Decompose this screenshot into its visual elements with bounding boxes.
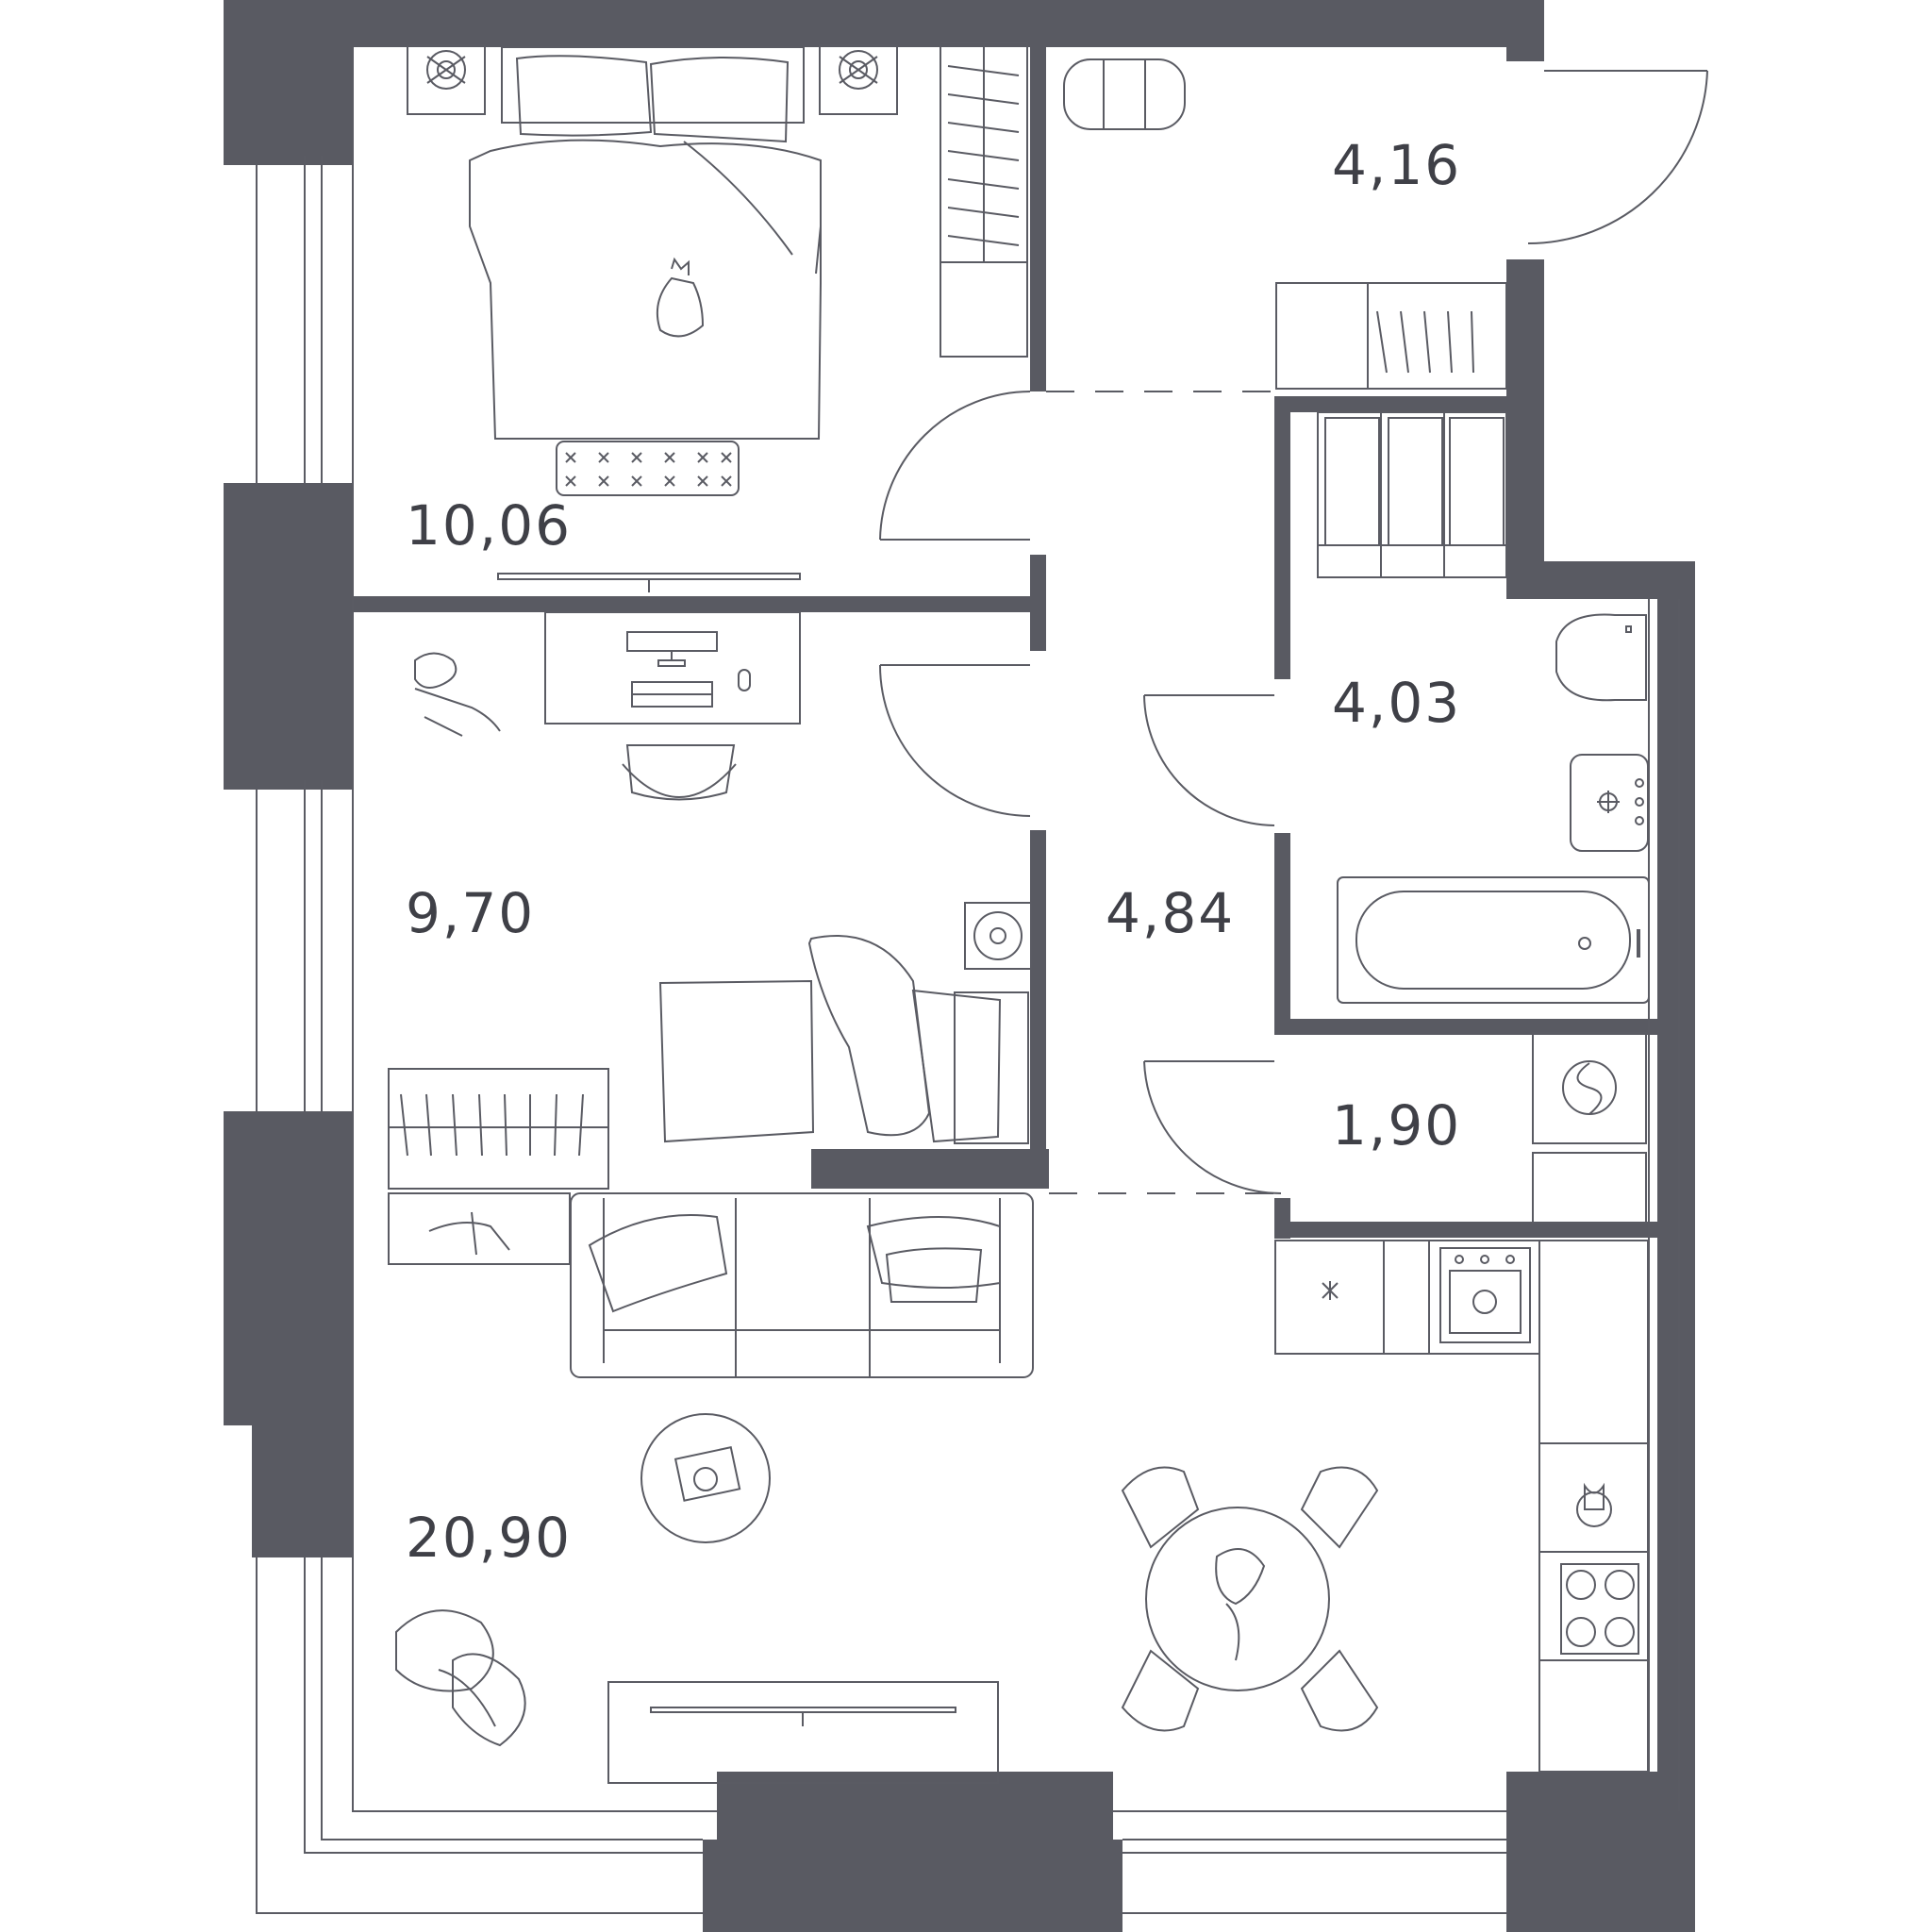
bedroom-tv (497, 573, 801, 592)
wall-column-left-2 (224, 1111, 353, 1425)
room-area-hall-entrance: 4,16 (1332, 133, 1461, 197)
room-area-bedroom-large: 10,06 (406, 493, 572, 558)
wall-vertical-bedroom (1030, 38, 1046, 391)
room-area-living-kitchen: 20,90 (406, 1506, 572, 1570)
nightstand-left (407, 44, 486, 115)
bathroom-cabinets (1317, 411, 1507, 578)
wall-vertical-kidsroom (1030, 830, 1046, 1156)
room-area-laundry: 1,90 (1332, 1093, 1461, 1158)
wall-bath-bottom (1274, 1019, 1657, 1035)
wall-entrance-jamb (1506, 259, 1544, 599)
wall-column-left-2b (252, 1425, 353, 1557)
bathroom-door[interactable] (1143, 694, 1275, 826)
hall-bench (1063, 58, 1186, 130)
doors (879, 70, 1708, 1194)
wall-bedroom-divider (353, 596, 1039, 612)
wall-wc-left (1274, 396, 1290, 679)
room-area-bathroom: 4,03 (1332, 671, 1461, 735)
wall-column-top-left (224, 0, 353, 165)
kidsroom-wardrobe (388, 1068, 609, 1190)
entrance-door[interactable] (1527, 70, 1708, 244)
kitchen-counter-side (1538, 1240, 1649, 1773)
kitchen-counter-top (1274, 1240, 1540, 1355)
laundry-door[interactable] (1143, 1060, 1282, 1194)
bedroom-wardrobe (940, 42, 1028, 358)
room-labels: 10,06 4,16 4,03 9,70 4,84 1,90 20,90 (406, 133, 1461, 1570)
nightstand-right (819, 44, 898, 115)
room-area-bedroom-small: 9,70 (406, 881, 535, 945)
bathtub (1337, 876, 1650, 1004)
tv-stand (607, 1681, 999, 1784)
wall-vertical-bedroom-2 (1030, 555, 1046, 651)
wall-wc-left-2 (1274, 833, 1290, 1022)
fan-box (964, 902, 1032, 970)
wall-top (224, 0, 1544, 47)
kidsroom-decor (414, 652, 501, 737)
console-table (388, 1192, 571, 1265)
desk (544, 611, 801, 724)
windows (256, 47, 1680, 1914)
hall-wardrobe (1275, 282, 1507, 390)
toilet (1555, 613, 1647, 702)
double-bed (469, 46, 822, 496)
desk-chair (622, 743, 737, 801)
dining-chair (1121, 1466, 1379, 1732)
furniture (388, 42, 1650, 1784)
kidsroom-door[interactable] (879, 664, 1031, 817)
plant (395, 1609, 526, 1747)
walls (224, 0, 1695, 1932)
single-bed (658, 935, 1029, 1144)
wall-laundry-bottom (1274, 1222, 1657, 1238)
wall-right (1657, 561, 1695, 1932)
laundry-cabinet (1532, 1152, 1647, 1224)
wall-kidsroom-bottom (811, 1149, 1049, 1189)
wall-top-right (1506, 0, 1544, 61)
room-area-corridor: 4,84 (1106, 881, 1235, 945)
wall-column-bottom-cap (703, 1840, 1122, 1932)
sofa (570, 1192, 1034, 1378)
bathroom-sink (1570, 754, 1649, 852)
wall-wc-top (1274, 396, 1525, 412)
coffee-table (640, 1413, 771, 1543)
dining-table (1145, 1507, 1330, 1691)
wall-column-bottom-right (1506, 1772, 1695, 1932)
wall-column-left-1 (224, 483, 353, 790)
bedroom-door[interactable] (879, 391, 1031, 541)
washing-machine (1532, 1032, 1647, 1144)
